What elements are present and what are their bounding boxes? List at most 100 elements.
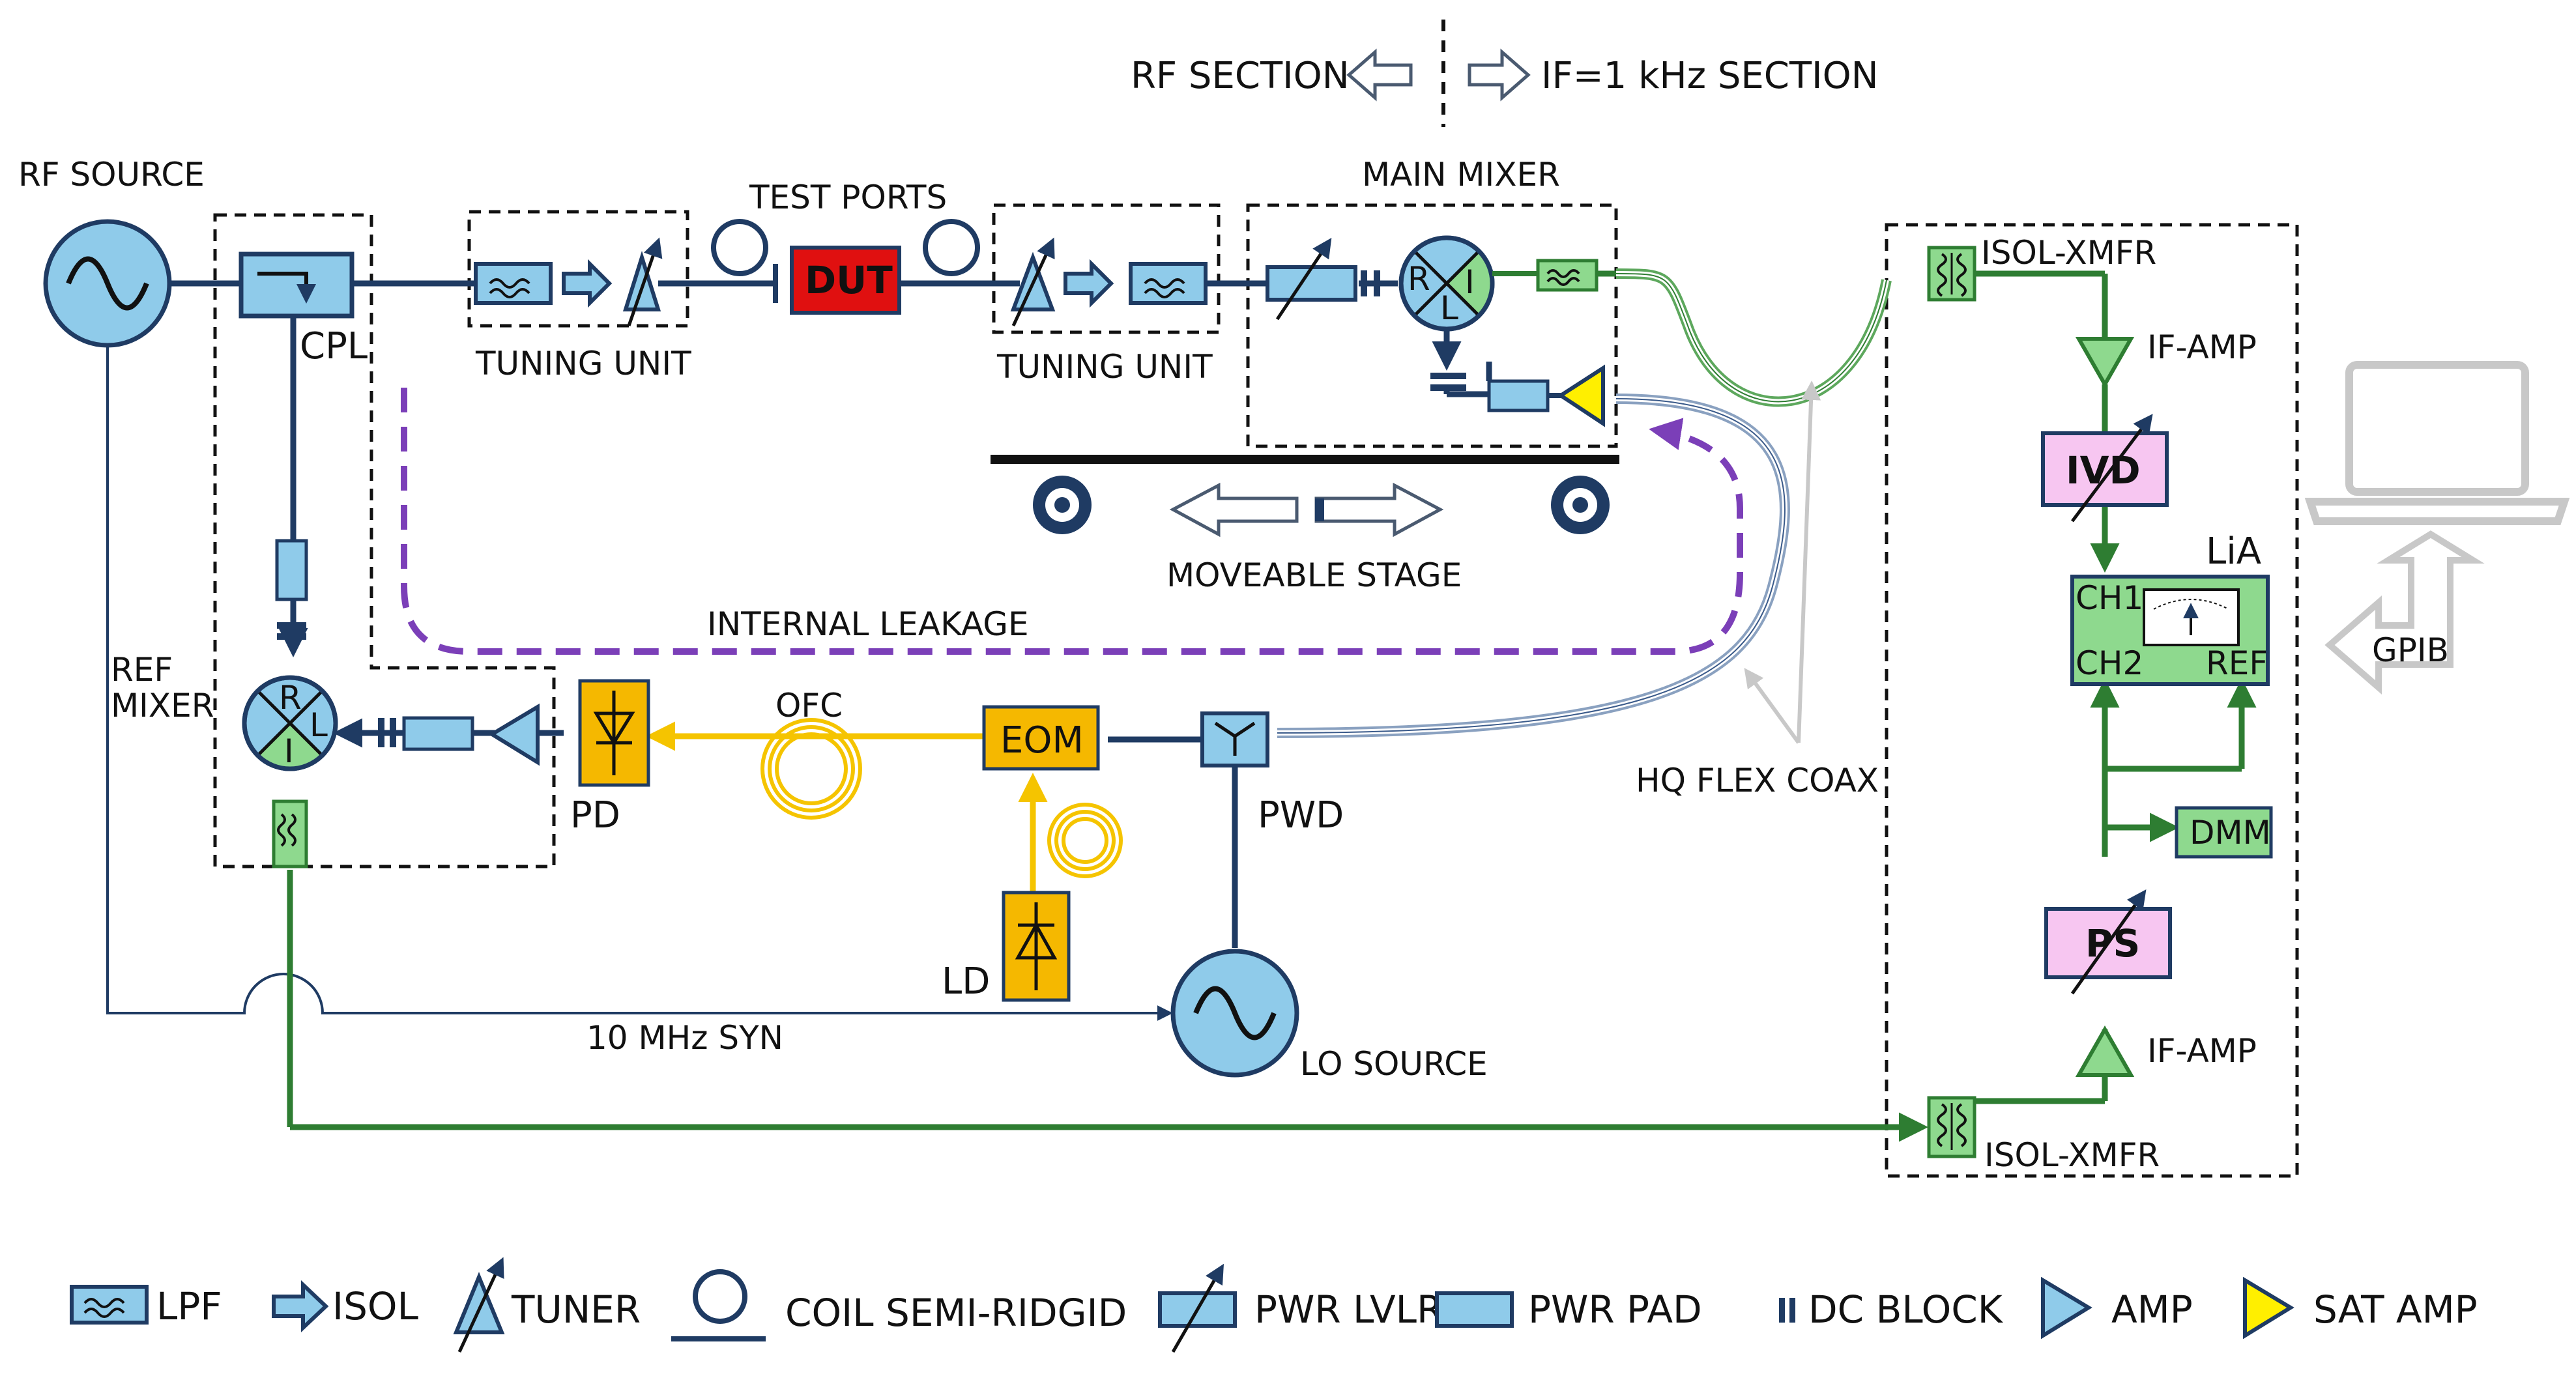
main-mixer-box (1246, 203, 1618, 448)
lo-source-label: LO SOURCE (1300, 1045, 1488, 1083)
ofc-label: OFC (775, 687, 843, 724)
tuning-unit-1: TUNING UNIT (474, 237, 691, 382)
right-arrow-icon (1468, 48, 1531, 102)
legend-label-isol: ISOL (332, 1284, 418, 1328)
ps-label: PS (2085, 921, 2140, 966)
dashed-enclosures (213, 203, 2299, 1178)
dmm-label: DMM (2190, 814, 2271, 852)
lia-label: LiA (2206, 530, 2261, 573)
dut-block (790, 246, 901, 315)
sat-amp-icon (1557, 364, 1605, 427)
power-divider: PWD (1200, 711, 1344, 837)
isol-xmfr-bottom-label: ISOL-XMFR (1984, 1136, 2160, 1174)
ps-block (2044, 907, 2172, 979)
right-arrow-icon (1314, 482, 1444, 538)
ref-mixer-label-1: REF (111, 651, 173, 689)
isol-icon (272, 1280, 329, 1332)
section-header: RF SECTION IF=1 kHz SECTION (1131, 20, 1879, 127)
ref-mixer-i-port: I (284, 732, 294, 770)
syn-line (106, 329, 1173, 1021)
dc-block-icon (277, 622, 306, 629)
if-amp-top-label: IF-AMP (2147, 328, 2257, 366)
left-arrow-icon (1346, 48, 1413, 102)
sine-icon (1193, 986, 1277, 1040)
tuning-unit-1-label: TUNING UNIT (475, 345, 691, 382)
ivd-block (2041, 431, 2169, 507)
moveable-stage-label: MOVEABLE STAGE (1166, 556, 1462, 594)
legend: LPF ISOL TUNER COIL SEMI-RIDGID PWR LVLR… (70, 1257, 2478, 1353)
tuner-icon (453, 1272, 505, 1334)
syn-label: 10 MHz SYN (586, 1019, 783, 1057)
laptop-icon (2304, 361, 2570, 525)
coil-icon (923, 219, 980, 276)
gpib-label: GPIB (2372, 631, 2449, 669)
pwr-pad-icon (275, 539, 308, 601)
ld-fiber-coil (1047, 803, 1123, 878)
legend-label-tuner: TUNER (511, 1287, 641, 1332)
eom: EOM (982, 705, 1100, 771)
ref-mixer-r-port: R (279, 679, 302, 717)
laser-diode: LD (942, 891, 1071, 1003)
tuning-unit-2-label: TUNING UNIT (996, 348, 1213, 386)
test-ports-label: TEST PORTS (749, 179, 947, 216)
if-section-label: IF=1 kHz SECTION (1541, 55, 1879, 97)
coil-icon (711, 219, 768, 276)
legend-label-amp: AMP (2111, 1287, 2193, 1332)
ivd-label: IVD (2066, 448, 2141, 493)
isol-xmfr-top-label: ISOL-XMFR (1981, 234, 2156, 272)
test-ports: TEST PORTS DUT (711, 179, 980, 315)
coupler: CPL (239, 251, 368, 367)
mixer-r-port: R (1408, 260, 1430, 298)
lpf-icon (70, 1285, 149, 1325)
isol-icon (562, 259, 613, 308)
ref-mixer: REF MIXER R L I (111, 539, 540, 868)
eom-label: EOM (1000, 719, 1084, 762)
dc-block-icon (1430, 384, 1466, 391)
ref-mixer-l-port: L (310, 706, 328, 744)
legend-item-sat-amp: SAT AMP (2243, 1276, 2478, 1340)
coil-icon (693, 1269, 747, 1324)
optical-wiring (646, 721, 1048, 893)
internal-leakage-path (401, 388, 1743, 655)
dc-block-icon (1374, 270, 1380, 296)
dc-block-icon (277, 633, 306, 640)
photodiode: PD (570, 679, 650, 837)
dc-block-icon (1789, 1298, 1795, 1323)
mixer-l-port: L (1440, 289, 1458, 327)
amp-icon (2041, 1276, 2092, 1340)
dut-label: DUT (805, 258, 893, 302)
amp-icon (2075, 337, 2135, 389)
legend-label-sat-amp: SAT AMP (2313, 1287, 2478, 1332)
tuning-unit-1-box (467, 210, 689, 328)
ch1-label: CH1 (2076, 579, 2143, 617)
sat-amp-icon (2243, 1276, 2294, 1340)
dc-block-icon (1430, 373, 1466, 379)
gpib-arrow-icon: GPIB (2324, 530, 2485, 695)
main-mixer: MAIN MIXER R L I (1266, 156, 1605, 427)
pwr-pad-icon (1435, 1291, 1514, 1328)
dc-block-icon (1361, 270, 1367, 296)
ch2-label: CH2 (2076, 644, 2143, 682)
legend-item-pwr-pad: PWR PAD (1435, 1287, 1702, 1332)
dc-block-icon (1779, 1298, 1785, 1323)
legend-item-lpf: LPF (70, 1284, 222, 1328)
pwd-label: PWD (1258, 794, 1344, 837)
mixer-i-port: I (1465, 263, 1475, 301)
lo-source: LO SOURCE (1170, 949, 1488, 1083)
lpf-icon (1536, 259, 1599, 292)
main-mixer-label: MAIN MIXER (1362, 156, 1560, 194)
ref-mixer-enclosure (213, 213, 556, 868)
ref-label: REF (2206, 644, 2268, 682)
dc-block-icon (378, 718, 384, 747)
isol-icon (1064, 259, 1114, 308)
ofc-coil (760, 718, 862, 820)
legend-item-dc-block: DC BLOCK (1779, 1287, 2004, 1332)
legend-label-coil: COIL SEMI-RIDGID (785, 1291, 1127, 1335)
tuning-unit-2: TUNING UNIT (996, 237, 1213, 386)
moveable-stage: MOVEABLE STAGE (991, 455, 1619, 594)
legend-item-coil: COIL SEMI-RIDGID (671, 1269, 1127, 1341)
coupler-arrow-icon (257, 272, 316, 304)
if-section: ISOL-XMFR IF-AMP IVD LiA CH1 CH2 REF DMM… (1927, 234, 2273, 1174)
pd-label: PD (570, 794, 620, 837)
